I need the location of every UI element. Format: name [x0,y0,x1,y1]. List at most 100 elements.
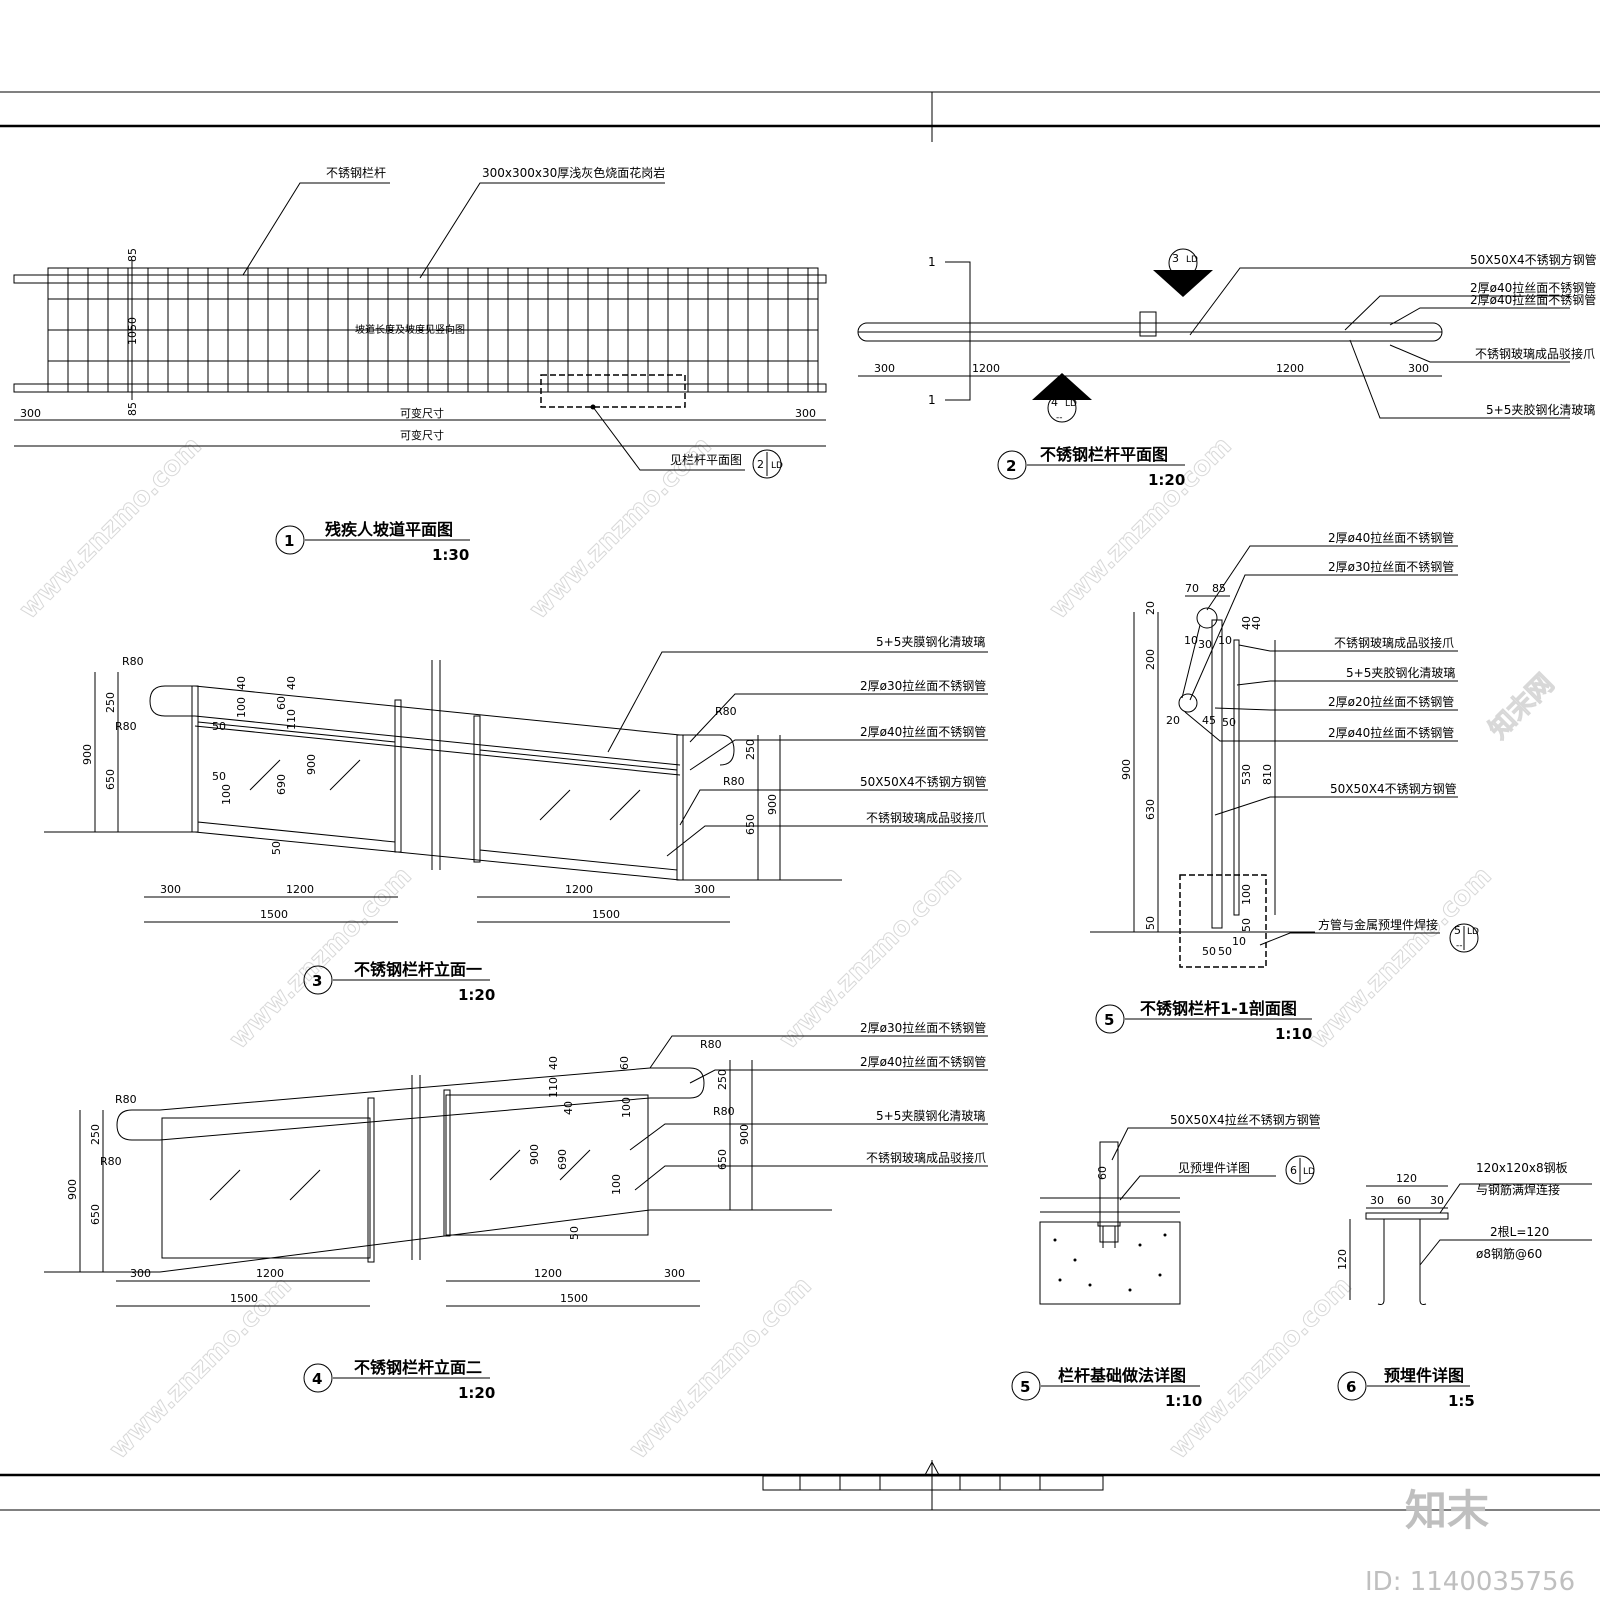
svg-text:2厚ø40拉丝面不锈钢管: 2厚ø40拉丝面不锈钢管 [860,1054,986,1069]
svg-text:650: 650 [744,814,757,835]
svg-text:50X50X4不锈钢方钢管: 50X50X4不锈钢方钢管 [1470,252,1597,267]
label-railing: 不锈钢栏杆 [326,165,386,180]
drawing-2-railing-plan: 1 1 3 LD -- 4 LD -- 50X50X4不锈钢方钢管 2厚ø40拉… [857,248,1597,489]
svg-text:2: 2 [1006,457,1016,475]
svg-text:900: 900 [528,1144,541,1165]
svg-text:6: 6 [1346,1378,1356,1396]
svg-text:2厚ø30拉丝面不锈钢管: 2厚ø30拉丝面不锈钢管 [1328,559,1454,574]
svg-text:LD: LD [1467,927,1479,937]
svg-text:R80: R80 [700,1038,722,1051]
svg-text:2厚ø40拉丝面不锈钢管: 2厚ø40拉丝面不锈钢管 [1328,530,1454,545]
svg-text:1: 1 [928,393,936,407]
svg-text:1: 1 [928,255,936,269]
drawing-5b-foundation: 60 50X50X4拉丝不锈钢方钢管 见预埋件详图 6 LD 5 栏杆基础做法详… [1011,1112,1321,1410]
svg-text:1: 1 [284,532,294,550]
image-id: ID: 1140035756 [1365,1567,1575,1597]
svg-text:50: 50 [270,841,283,855]
svg-text:70: 70 [1185,582,1199,595]
svg-text:900: 900 [66,1179,79,1200]
svg-text:60: 60 [618,1056,631,1070]
svg-text:LD: LD [1186,255,1198,265]
svg-text:2厚ø40拉丝面不锈钢管: 2厚ø40拉丝面不锈钢管 [1470,280,1596,295]
drawing-4-elevation-2: 900 250 650 R80 R80 R80 R80 40 110 40 60… [44,1020,988,1402]
label-granite: 300x300x30厚浅灰色烧面花岗岩 [482,165,665,180]
label-ref: 见栏杆平面图 [670,452,742,467]
svg-text:250: 250 [744,739,757,760]
concrete-base [1039,1221,1181,1305]
svg-text:250: 250 [89,1124,102,1145]
svg-text:10: 10 [1232,935,1246,948]
svg-text:50: 50 [212,770,226,783]
svg-text:5+5夹膜钢化清玻璃: 5+5夹膜钢化清玻璃 [876,635,985,649]
svg-text:100: 100 [610,1174,623,1195]
svg-text:300: 300 [160,883,181,896]
svg-text:1200: 1200 [565,883,593,896]
drawing-5-section: 70 85 20 200 10 30 10 40 40 20 45 50 900… [1090,530,1479,1043]
svg-text:5: 5 [1104,1011,1114,1029]
svg-text:可变尺寸: 可变尺寸 [400,428,444,442]
granite-grid [48,268,818,392]
watermark-text: www.znzmo.com [14,431,208,625]
svg-text:300: 300 [1408,362,1429,375]
svg-text:LD: LD [1065,399,1077,409]
svg-text:50X50X4不锈钢方钢管: 50X50X4不锈钢方钢管 [1330,781,1457,796]
svg-text:900: 900 [738,1124,751,1145]
watermark-brand: 知末网 [1484,669,1560,745]
svg-text:2厚ø40拉丝面不锈钢管: 2厚ø40拉丝面不锈钢管 [860,724,986,739]
svg-text:R80: R80 [115,1093,137,1106]
svg-text:630: 630 [1144,799,1157,820]
handrail-bottom [13,383,827,393]
drawing-2-title: 不锈钢栏杆平面图 [1040,445,1168,464]
drawing-1-ramp-plan: 不锈钢栏杆 300x300x30厚浅灰色烧面花岗岩 坡道长度及坡度见竖向图 见栏… [13,165,827,564]
brand-logo: 知末 [1405,1486,1489,1535]
svg-text:6: 6 [1290,1164,1297,1177]
watermark-text: www.znzmo.com [1164,1271,1358,1465]
svg-text:900: 900 [81,744,94,765]
svg-text:50: 50 [212,720,226,733]
center-note: 坡道长度及坡度见竖向图 [355,323,465,336]
svg-text:50: 50 [1222,716,1236,729]
svg-text:LD: LD [1303,1167,1315,1177]
svg-text:10: 10 [1218,634,1232,647]
svg-text:40: 40 [1240,616,1253,630]
svg-text:与钢筋满焊连接: 与钢筋满焊连接 [1476,1182,1560,1197]
svg-text:--: -- [1177,269,1184,279]
svg-text:300: 300 [795,407,816,420]
svg-text:5: 5 [1454,924,1461,937]
sheet-frame [0,91,1600,1511]
svg-text:不锈钢玻璃成品驳接爪: 不锈钢玻璃成品驳接爪 [1475,346,1595,361]
drawing-5b-title: 栏杆基础做法详图 [1058,1366,1186,1385]
detail-box [540,374,686,408]
svg-text:5+5夹胶钢化清玻璃: 5+5夹胶钢化清玻璃 [1486,402,1595,417]
drawing-6-title: 预埋件详图 [1384,1366,1464,1385]
svg-text:250: 250 [716,1069,729,1090]
watermark-layer: www.znzmo.com www.znzmo.com www.znzmo.co… [13,431,1560,1466]
svg-text:690: 690 [556,1149,569,1170]
svg-text:R80: R80 [122,655,144,668]
svg-text:650: 650 [716,1149,729,1170]
svg-text:方管与金属预埋件焊接: 方管与金属预埋件焊接 [1318,917,1438,932]
svg-text:不锈钢玻璃成品驳接爪: 不锈钢玻璃成品驳接爪 [866,1150,986,1165]
svg-text:30: 30 [1430,1194,1444,1207]
steel-plate [1365,1212,1449,1220]
svg-text:110: 110 [285,709,298,730]
svg-text:1:20: 1:20 [458,986,495,1004]
watermark-text: www.znzmo.com [1304,861,1498,1055]
svg-text:110: 110 [547,1077,560,1098]
svg-text:100: 100 [620,1097,633,1118]
svg-text:250: 250 [104,692,117,713]
svg-text:100: 100 [220,784,233,805]
svg-text:1200: 1200 [1276,362,1304,375]
svg-text:2: 2 [757,458,764,471]
svg-text:40: 40 [285,676,298,690]
svg-text:60: 60 [1096,1166,1109,1180]
watermark-text: www.znzmo.com [624,1271,818,1465]
svg-text:2厚ø40拉丝面不锈钢管: 2厚ø40拉丝面不锈钢管 [1328,725,1454,740]
svg-text:3: 3 [312,972,322,990]
svg-text:40: 40 [1250,616,1263,630]
svg-text:R80: R80 [715,705,737,718]
svg-text:30: 30 [1198,638,1212,651]
drawing-3-elevation-1: 900 250 650 R80 R80 R80 R80 40 100 50 40… [44,635,988,1004]
svg-text:50X50X4不锈钢方钢管: 50X50X4不锈钢方钢管 [860,774,987,789]
